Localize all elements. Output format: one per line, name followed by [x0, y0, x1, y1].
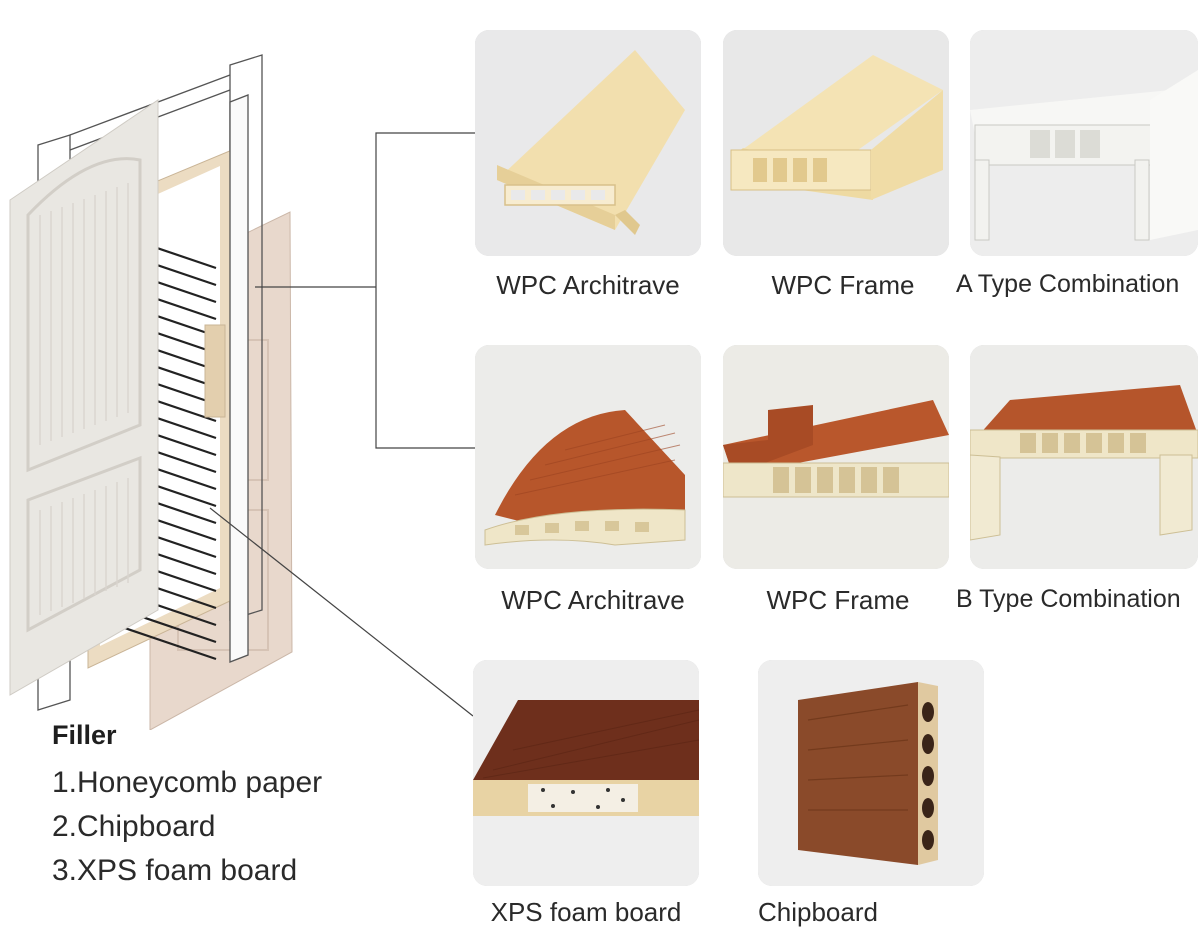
- filler-item-xps: 3.XPS foam board: [52, 854, 298, 887]
- filler-item-chipboard: 2.Chipboard: [52, 810, 216, 843]
- caption-a-type-combination: A Type Combination: [956, 270, 1180, 298]
- filler-list: Filler 1.Honeycomb paper 2.Chipboard 3.X…: [52, 720, 322, 893]
- photo-xps-foam-board: [473, 660, 699, 886]
- photo-wpc-frame-beige: [723, 30, 949, 256]
- door-front-stile: [229, 94, 249, 663]
- door-front-panel: [9, 99, 159, 696]
- caption-xps-foam-board: XPS foam board: [490, 897, 682, 927]
- caption-b-type-combination: B Type Combination: [956, 585, 1181, 613]
- photo-wpc-frame-wood: [723, 345, 949, 569]
- caption-row2-architrave: WPC Architrave: [501, 585, 685, 615]
- photo-wpc-architrave-beige: [475, 30, 701, 256]
- filler-item-honeycomb: 1.Honeycomb paper: [52, 766, 323, 799]
- caption-row1-architrave: WPC Architrave: [496, 270, 680, 300]
- photo-wpc-architrave-wood: [475, 345, 701, 569]
- filler-title: Filler: [52, 720, 117, 750]
- photo-chipboard: [758, 660, 984, 886]
- caption-chipboard: Chipboard: [758, 897, 878, 927]
- caption-row1-frame: WPC Frame: [771, 270, 915, 300]
- caption-row2-frame: WPC Frame: [766, 585, 910, 615]
- photo-a-type-combination: [970, 30, 1198, 256]
- photo-b-type-combination: [970, 345, 1198, 569]
- exploded-door-illustration: [9, 54, 293, 730]
